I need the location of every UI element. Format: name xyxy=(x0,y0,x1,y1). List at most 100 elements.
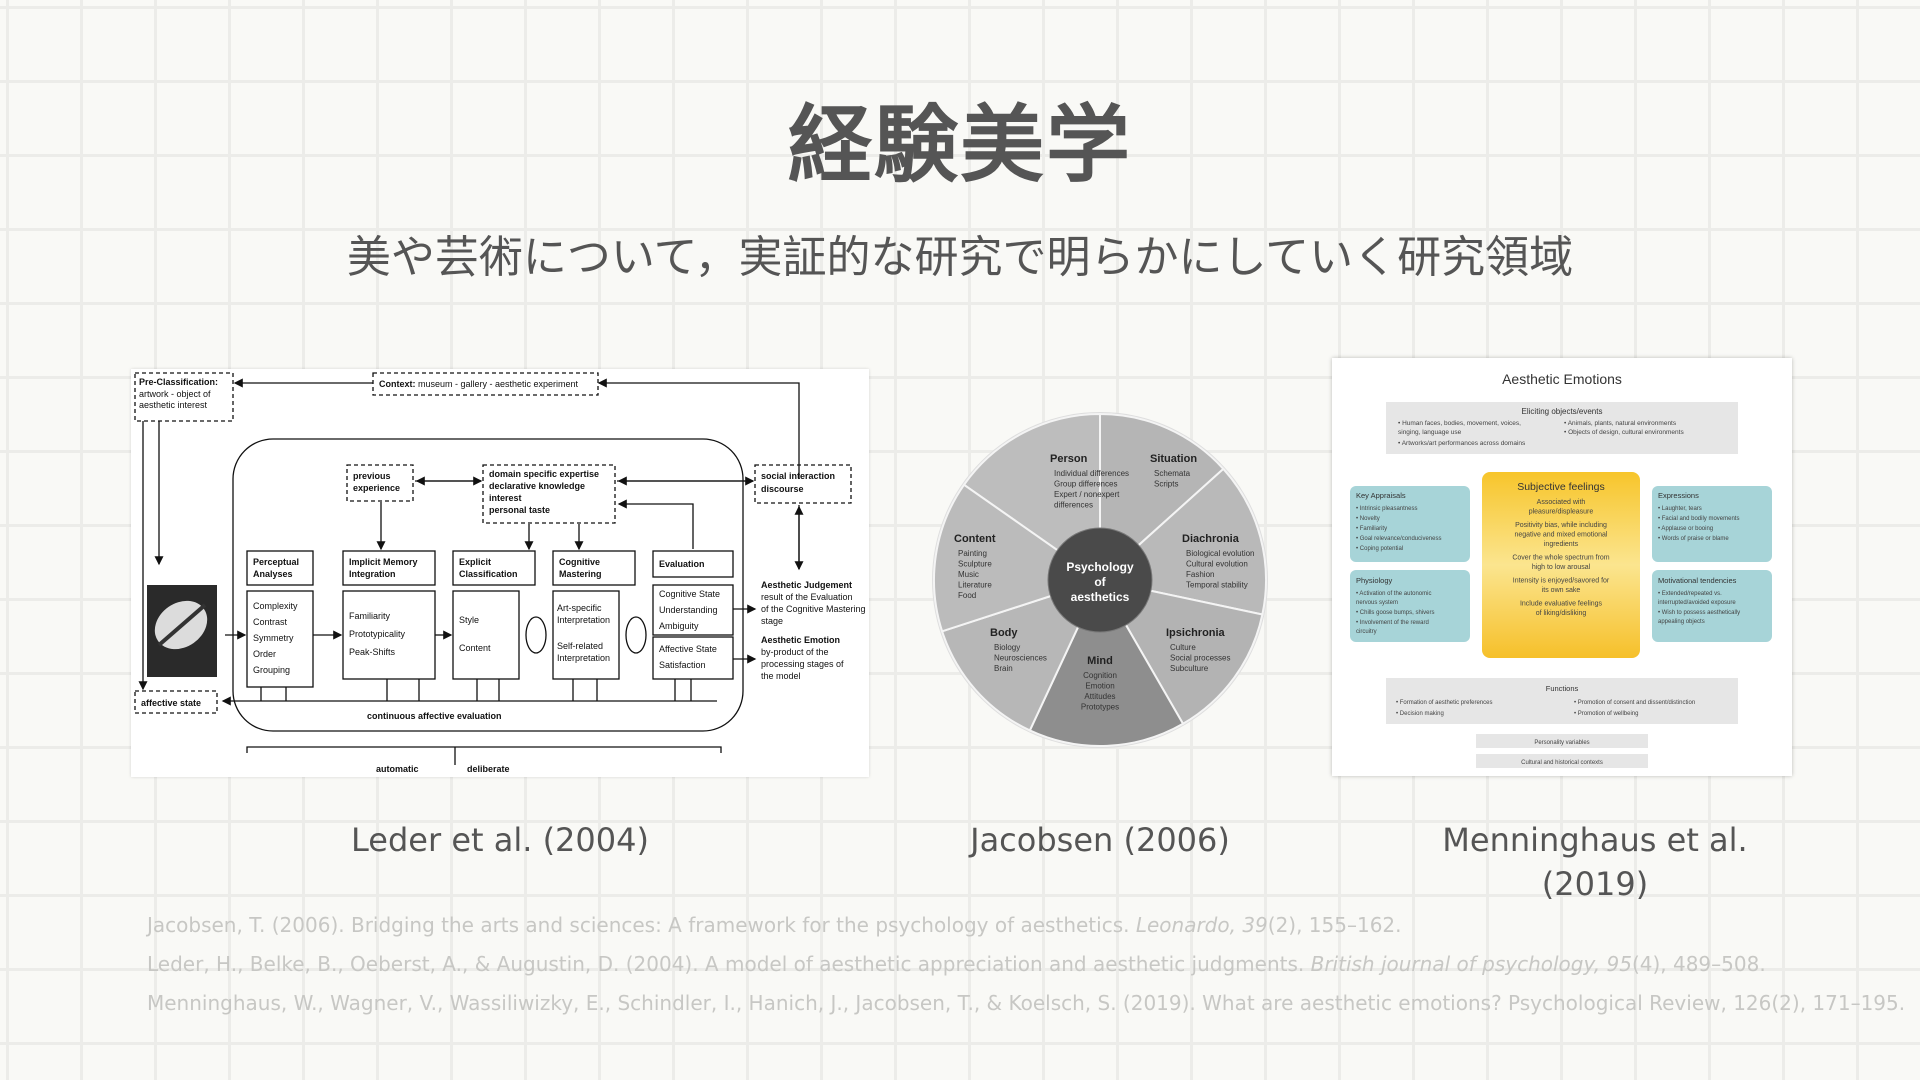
motivational-item: • Wish to possess aesthetically xyxy=(1658,610,1740,616)
subjective-feeling-line: negative and mixed emotional xyxy=(1514,532,1607,539)
wheel-sector-item: Cultural evolution xyxy=(1186,560,1248,569)
appraisal-item: • Coping potential xyxy=(1356,546,1403,552)
slide-title: 経験美学 xyxy=(787,96,1132,194)
continuous-evaluation-label: continuous affective evaluation xyxy=(367,711,502,721)
wheel-sector-item: Literature xyxy=(958,581,992,590)
appraisal-item: • Goal relevance/conduciveness xyxy=(1356,536,1441,542)
stage-item: Interpretation xyxy=(557,653,610,663)
stage-item: Style xyxy=(459,615,479,625)
stage-header: Analyses xyxy=(253,569,293,579)
function-item: • Formation of aesthetic preferences xyxy=(1396,700,1492,706)
stage-header: Integration xyxy=(349,569,396,579)
motivational-item: interrupted/avoided exposure xyxy=(1658,600,1736,606)
wheel-sector-title: Situation xyxy=(1150,453,1197,465)
stage-item: Prototypicality xyxy=(349,629,406,639)
wheel-sector-item: Social processes xyxy=(1170,654,1230,663)
stage-header: Explicit xyxy=(459,557,491,567)
appraisal-item: • Intrinsic pleasantness xyxy=(1356,506,1417,512)
physiology-title: Physiology xyxy=(1356,576,1393,585)
appraisals-title: Key Appraisals xyxy=(1356,491,1406,500)
wheel-sector-item: Subculture xyxy=(1170,664,1209,673)
deliberate-label: deliberate xyxy=(467,764,510,774)
subjective-feeling-line: Associated with xyxy=(1537,499,1586,506)
expression-item: • Laughter, tears xyxy=(1658,506,1702,512)
wheel-sector-item: Prototypes xyxy=(1081,703,1119,712)
wheel-sector-item: Expert / nonexpert xyxy=(1054,490,1120,499)
subjective-feeling-line: Intensity is enjoyed/savored for xyxy=(1513,578,1610,585)
eliciting-item: • Artworks/art performances across domai… xyxy=(1398,440,1526,447)
social-interaction-label: social interaction xyxy=(761,471,835,481)
stage-item: Self-related xyxy=(557,641,603,651)
personality-variables-label: Personality variables xyxy=(1534,740,1589,746)
function-item: • Promotion of consent and dissent/disti… xyxy=(1574,700,1695,706)
automatic-label: automatic xyxy=(376,764,419,774)
wheel-sector-item: Schemata xyxy=(1154,469,1191,478)
wheel-sector-item: Temporal stability xyxy=(1186,581,1248,590)
preclass-text: aesthetic interest xyxy=(139,400,208,410)
wheel-sector-item: differences xyxy=(1054,501,1093,510)
context-label: Context: museum - gallery - aesthetic ex… xyxy=(379,379,579,389)
cultural-contexts-label: Cultural and historical contexts xyxy=(1521,760,1603,766)
functions-title: Functions xyxy=(1546,684,1579,693)
wheel-sector-item: Sculpture xyxy=(958,560,992,569)
wheel-sector-item: Biological evolution xyxy=(1186,549,1255,558)
subjective-feeling-line: ingredients xyxy=(1544,541,1579,548)
stage-header: Implicit Memory xyxy=(349,557,418,567)
wheel-sector-title: Diachronia xyxy=(1182,533,1240,545)
motivational-item: • Extended/repeated vs. xyxy=(1658,591,1722,597)
stage-item: Symmetry xyxy=(253,633,294,643)
wheel-sector-item: Group differences xyxy=(1054,480,1117,489)
subjective-feeling-line: its own sake xyxy=(1542,587,1581,594)
wheel-sector-item: Music xyxy=(958,570,979,579)
wheel-sector-item: Neurosciences xyxy=(994,654,1047,663)
subjective-feeling-line: high to low arousal xyxy=(1532,564,1591,571)
expertise-label: declarative knowledge xyxy=(489,481,585,491)
stage-item: Grouping xyxy=(253,665,290,675)
function-item: • Decision making xyxy=(1396,711,1444,717)
wheel-sector-item: Scripts xyxy=(1154,480,1178,489)
aesthetic-judgement-text: stage xyxy=(761,616,783,626)
wheel-sector-title: Content xyxy=(954,533,996,545)
leder-model-figure: Pre-Classification: artwork - object of … xyxy=(131,369,869,777)
stage-item: Affective State xyxy=(659,644,717,654)
wheel-sector-item: Food xyxy=(958,591,976,600)
preclass-text: artwork - object of xyxy=(139,389,211,399)
stage-header: Cognitive xyxy=(559,557,600,567)
stage-item: Peak-Shifts xyxy=(349,647,396,657)
expression-item: • Applause or booing xyxy=(1658,526,1713,532)
stage-item: Complexity xyxy=(253,601,298,611)
stage-item: Satisfaction xyxy=(659,660,706,670)
wheel-sector-item: Biology xyxy=(994,643,1020,652)
menninghaus-aesthetic-emotions-figure: Aesthetic Emotions Eliciting objects/eve… xyxy=(1332,358,1792,776)
wheel-sector-mind xyxy=(1028,577,1185,747)
preclass-title: Pre-Classification: xyxy=(139,377,218,387)
wheel-sector-ipsichronia xyxy=(1098,578,1264,726)
physiology-item: nervous system xyxy=(1356,600,1398,606)
stage-item: Cognitive State xyxy=(659,589,720,599)
motivational-title: Motivational tendencies xyxy=(1658,576,1737,585)
caption-leder: Leder et al. (2004) xyxy=(351,821,649,859)
eliciting-item: singing, language use xyxy=(1398,429,1462,436)
stage-item: Understanding xyxy=(659,605,718,615)
expression-item: • Facial and bodily movements xyxy=(1658,516,1739,522)
physiology-item: • Chills goose bumps, shivers xyxy=(1356,610,1434,616)
aesthetic-judgement-label: Aesthetic Judgement xyxy=(761,580,852,590)
stage-header: Evaluation xyxy=(659,559,705,569)
aesthetic-emotion-text: the model xyxy=(761,671,801,681)
stage-item: Contrast xyxy=(253,617,288,627)
physiology-item: • Involvement of the reward xyxy=(1356,620,1429,626)
appraisal-item: • Novelty xyxy=(1356,516,1380,522)
expertise-label: domain specific expertise xyxy=(489,469,599,479)
previous-experience-label: previous xyxy=(353,471,391,481)
eliciting-item: • Human faces, bodies, movement, voices, xyxy=(1398,420,1521,427)
appraisal-item: • Familiarity xyxy=(1356,526,1387,532)
wheel-center-label: of xyxy=(1094,575,1106,589)
aesthetic-emotion-text: processing stages of xyxy=(761,659,844,669)
slide-subtitle: 美や芸術について，実証的な研究で明らかにしていく研究領域 xyxy=(346,232,1574,283)
wheel-sector-title: Body xyxy=(990,627,1018,639)
wheel-sector-item: Individual differences xyxy=(1054,469,1129,478)
leder-model-diagram: Pre-Classification: artwork - object of … xyxy=(134,372,866,774)
wheel-sector-title: Mind xyxy=(1087,655,1113,667)
stage-item: Interpretation xyxy=(557,615,610,625)
